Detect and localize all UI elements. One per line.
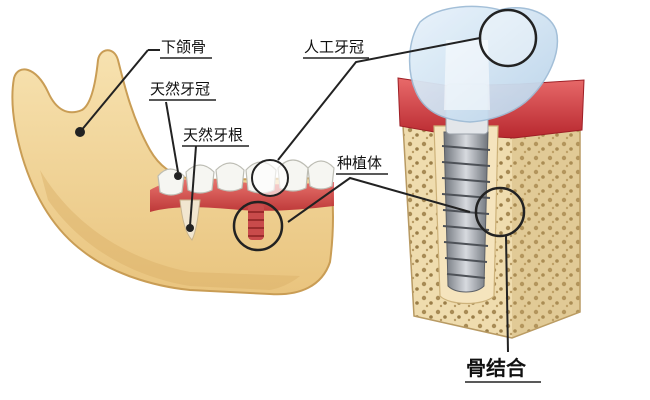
- label-mandible: 下颌骨: [161, 38, 207, 56]
- label-natural-root: 天然牙根: [183, 126, 244, 144]
- tooth: [185, 164, 215, 194]
- label-natural-crown: 天然牙冠: [150, 80, 211, 98]
- label-underlines: [149, 57, 541, 383]
- crown-inner-core: [444, 40, 490, 110]
- label-implant: 种植体: [337, 154, 383, 172]
- mini-implant: [248, 204, 264, 240]
- leader-dots: [75, 127, 194, 232]
- crown-highlight-circle: [478, 8, 538, 68]
- mandible-shadow: [40, 170, 300, 290]
- osseointegration-highlight-circle: [474, 186, 526, 238]
- bone-block-side: [512, 108, 580, 338]
- label-osseointegration: 骨结合: [466, 356, 526, 380]
- tooth: [307, 160, 335, 190]
- tooth: [215, 162, 245, 192]
- leader-lines: [79, 37, 509, 353]
- implant-body: [441, 131, 491, 293]
- implant-cross-section: [397, 5, 585, 339]
- label-artificial-crown: 人工牙冠: [304, 38, 365, 56]
- mandible-crown-highlight-circle: [251, 159, 289, 197]
- mandible-implant-highlight-circle: [232, 200, 284, 252]
